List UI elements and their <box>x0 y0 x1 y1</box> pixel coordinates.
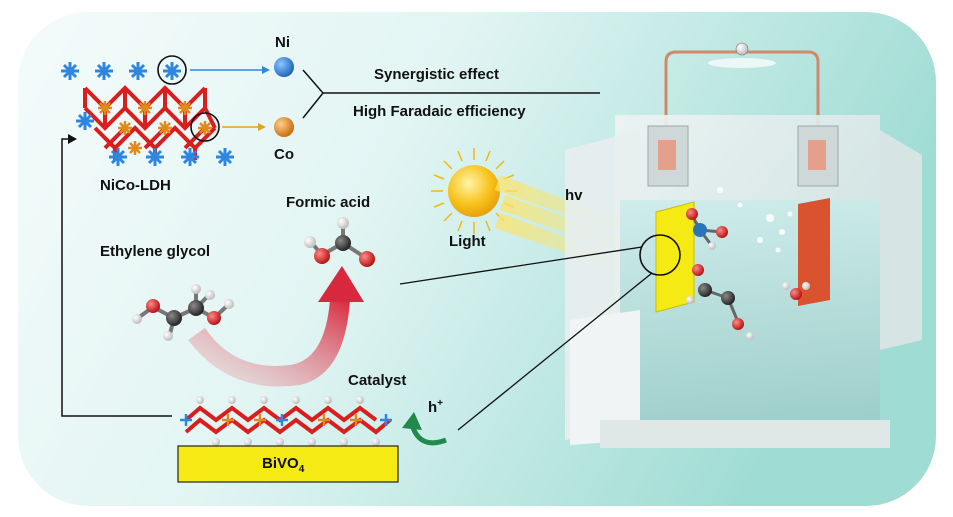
catalyst-layer <box>180 396 392 446</box>
feedback-loop-arrow <box>61 138 172 417</box>
zoom-line-top <box>399 246 643 285</box>
formic-acid-molecule <box>304 217 375 267</box>
synergistic-effect-label: Synergistic effect <box>374 66 500 83</box>
ethylene-glycol-molecule <box>132 284 234 341</box>
bivo4-base: BiVO <box>262 455 299 472</box>
bivo4-label: BiVO4 <box>262 455 304 475</box>
hv-label: hv <box>565 187 583 204</box>
electrochemical-cell <box>565 42 922 448</box>
h-plus-base: h <box>428 399 438 416</box>
bivo4-sub: 4 <box>298 464 305 475</box>
ni-label: Ni <box>275 34 290 51</box>
hole-transfer-arrow <box>402 412 447 446</box>
co-atom <box>274 117 294 137</box>
ni-pointer-arrow <box>190 66 270 74</box>
formic-acid-label: Formic acid <box>286 194 371 211</box>
nico-ldh-label: NiCo-LDH <box>100 177 171 194</box>
conversion-arrow <box>188 266 364 387</box>
zoom-line-bottom <box>457 272 653 431</box>
ni-atom <box>274 57 294 77</box>
nico-ldh-lattice <box>61 55 234 166</box>
faradaic-efficiency-label: High Faradaic efficiency <box>353 103 526 120</box>
bivo4-substrate <box>177 445 399 483</box>
co-pointer-arrow <box>222 123 266 131</box>
light-label: Light <box>449 233 486 250</box>
catalyst-label: Catalyst <box>348 372 407 389</box>
synergy-connector <box>302 69 600 119</box>
co-label: Co <box>274 146 294 163</box>
ethylene-glycol-label: Ethylene glycol <box>100 243 211 260</box>
h-plus-sup: + <box>437 398 444 409</box>
h-plus-label: h+ <box>428 398 443 416</box>
